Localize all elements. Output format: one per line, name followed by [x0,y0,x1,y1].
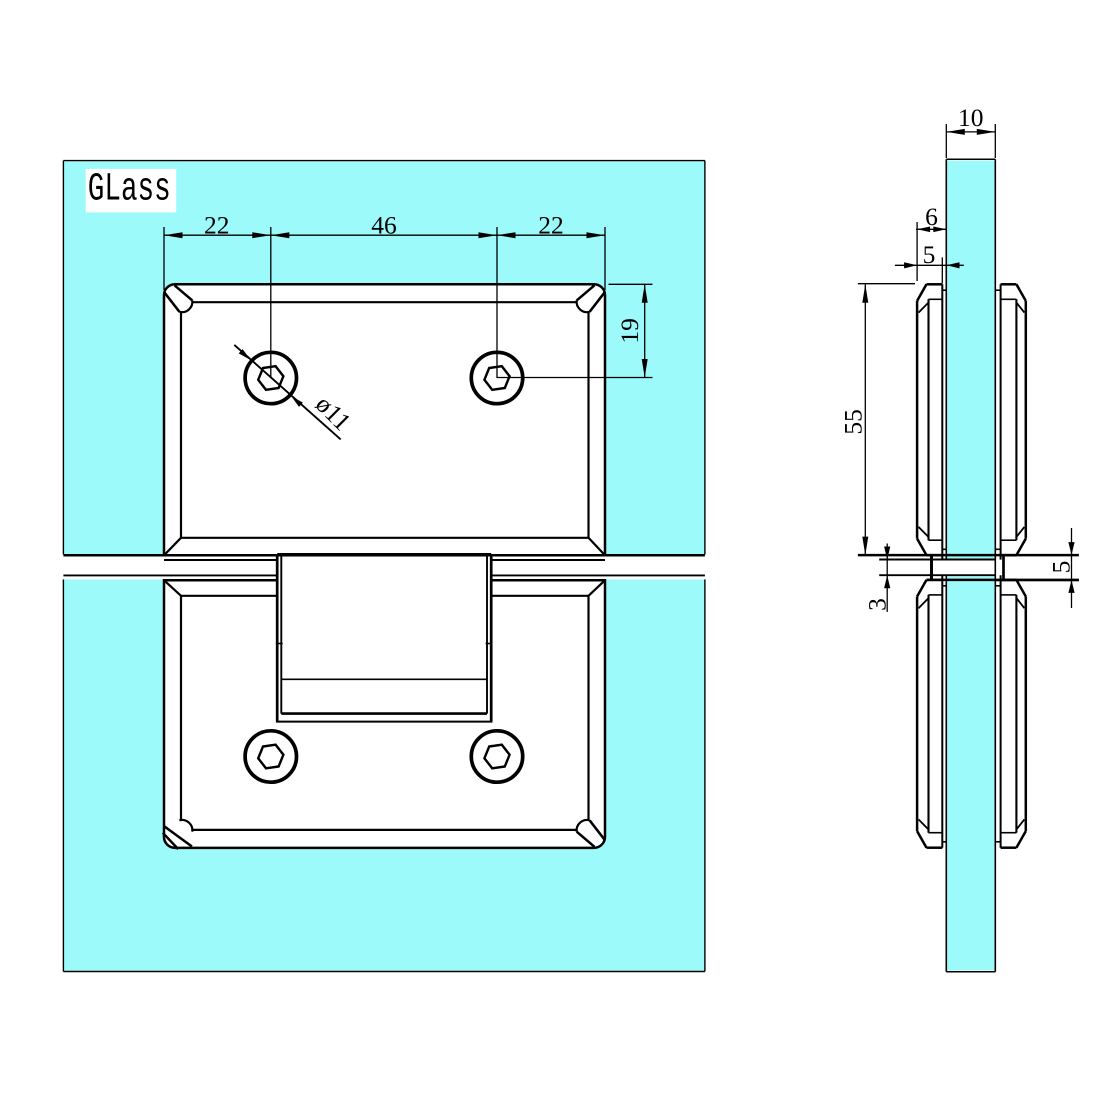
svg-text:6: 6 [925,202,938,231]
svg-text:22: 22 [538,210,564,239]
svg-text:GLass: GLass [88,168,171,212]
svg-text:19: 19 [615,318,644,344]
svg-text:10: 10 [958,103,984,132]
svg-text:46: 46 [371,210,397,239]
svg-text:3: 3 [862,598,891,611]
svg-text:5: 5 [1047,561,1076,574]
svg-text:22: 22 [204,210,230,239]
svg-text:5: 5 [923,240,936,269]
svg-text:55: 55 [838,409,867,435]
